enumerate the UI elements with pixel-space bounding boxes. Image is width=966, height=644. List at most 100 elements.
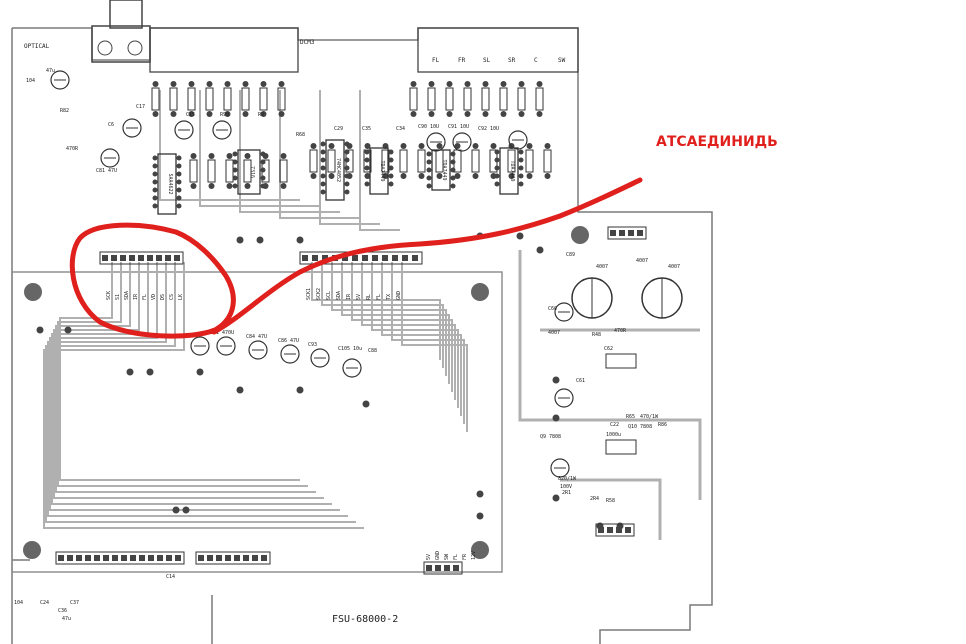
pad	[208, 183, 215, 189]
ic-pin	[450, 183, 456, 189]
pad	[536, 81, 543, 87]
header-pin	[637, 230, 643, 236]
header-pin	[139, 555, 145, 561]
component-label: Q10 7808	[628, 424, 652, 430]
pin-label: GND	[396, 291, 402, 300]
header-frame	[595, 523, 635, 537]
pin-label: DS	[160, 294, 166, 300]
component-label: 820/1W	[558, 476, 577, 482]
ic-pin	[176, 187, 182, 193]
header-pin	[625, 527, 631, 533]
ic-chip: SAA4622	[152, 153, 182, 215]
resistor	[151, 87, 160, 111]
pad	[400, 173, 407, 179]
ic-pin	[388, 181, 394, 187]
header-pin	[372, 255, 378, 261]
pad	[536, 111, 543, 117]
ic-pin	[176, 163, 182, 169]
ic-pin	[176, 195, 182, 201]
ic-pin	[152, 179, 158, 185]
ic-chip: 7316	[232, 149, 266, 195]
pad	[36, 326, 44, 334]
capacitor	[452, 132, 472, 152]
ic-pin	[388, 157, 394, 163]
trace	[159, 90, 300, 201]
header-pin	[598, 527, 604, 533]
ic-pin	[152, 171, 158, 177]
ic-pin	[260, 183, 266, 189]
pad	[190, 183, 197, 189]
trace	[279, 90, 360, 219]
pad	[446, 81, 453, 87]
ic-body	[431, 149, 451, 191]
pin-label: VD	[151, 294, 157, 300]
resistor	[327, 149, 336, 173]
pad	[518, 111, 525, 117]
capacitor	[248, 340, 268, 360]
component-label: C92 10U	[478, 126, 499, 132]
component-label: C24	[40, 600, 49, 606]
label-optical: OPTICAL	[24, 43, 50, 50]
ic-pin	[364, 181, 370, 187]
ic-pin	[176, 203, 182, 209]
component-label: 2R4	[590, 496, 599, 502]
connector-top-right	[417, 27, 579, 73]
ic-label: SAA4622	[167, 173, 173, 194]
ic-pin	[450, 151, 456, 157]
pad	[224, 81, 231, 87]
trace	[239, 90, 340, 213]
ic-pin	[426, 183, 432, 189]
component-label: R58	[606, 498, 615, 504]
trace	[391, 262, 465, 424]
pad	[146, 368, 154, 376]
pad	[552, 414, 560, 422]
component-label: Q9 7808	[540, 434, 561, 440]
pad	[526, 173, 533, 179]
pad	[256, 236, 264, 244]
header-pin	[120, 255, 126, 261]
header-pin-rows	[55, 226, 647, 575]
pin-label: FL	[453, 554, 459, 560]
component-label: R9	[258, 112, 264, 118]
pad	[446, 111, 453, 117]
header-pin	[412, 255, 418, 261]
pin-label: 12V	[471, 551, 477, 560]
ic-pin	[494, 157, 500, 163]
component-label: C14	[166, 574, 175, 580]
regulator-q9	[605, 439, 637, 455]
header-pin	[225, 555, 231, 561]
header-pin	[67, 555, 73, 561]
header-pin	[243, 555, 249, 561]
trace	[57, 262, 308, 487]
resistor	[205, 87, 214, 111]
pad	[278, 81, 285, 87]
pin-label: SCK	[106, 291, 112, 300]
trace	[59, 262, 300, 481]
capacitor	[342, 358, 362, 378]
pad	[226, 183, 233, 189]
ic-pin	[518, 165, 524, 171]
pad	[260, 111, 267, 117]
ic-pin	[364, 173, 370, 179]
ic-pin	[176, 179, 182, 185]
trace	[371, 262, 459, 408]
header-pin	[302, 255, 308, 261]
resistor	[525, 149, 534, 173]
pad	[436, 173, 443, 179]
ic-pin	[320, 157, 326, 163]
capacitor-field	[50, 70, 574, 478]
header-frame	[607, 226, 647, 240]
ic-pin	[320, 173, 326, 179]
label-sl: SL	[483, 57, 491, 64]
ic-pin	[450, 167, 456, 173]
header-pin	[121, 555, 127, 561]
ic-label: 7316	[249, 166, 255, 178]
pad	[190, 153, 197, 159]
header-pin	[174, 255, 180, 261]
ic-pin	[344, 157, 350, 163]
ic-pin	[518, 157, 524, 163]
board-model-label: FSU-68000-2	[332, 614, 398, 625]
component-label: C61	[576, 378, 585, 384]
header-frame	[55, 551, 185, 565]
